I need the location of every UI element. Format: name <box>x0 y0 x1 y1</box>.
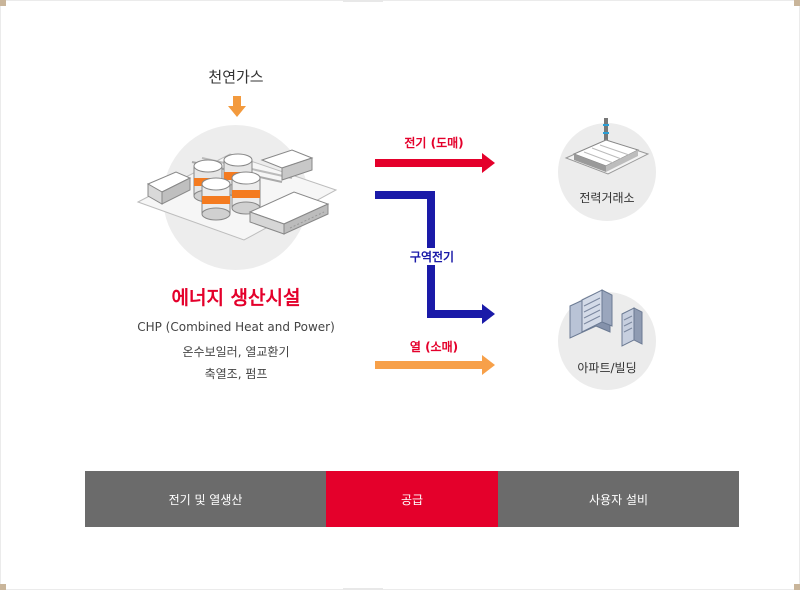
apartment-building-icon <box>569 289 643 347</box>
flow-arrow-heat-retail <box>375 355 495 375</box>
frame-tick-bottom <box>343 588 383 590</box>
energy-plant-icon <box>136 149 338 241</box>
gas-input-arrow-icon <box>228 96 246 117</box>
frame-corner-top-left <box>0 0 6 6</box>
power-exchange-label: 전력거래소 <box>579 191 635 205</box>
flow-label-heat-retail: 열 (소매) <box>409 340 459 354</box>
frame-corner-bottom-right <box>794 584 800 590</box>
facility-title: 에너지 생산시설 <box>171 287 301 309</box>
apartment-building-label: 아파트/빌딩 <box>577 361 637 375</box>
facility-desc-line-2: 온수보일러, 열교환기 <box>182 345 290 359</box>
stage-production: 전기 및 열생산 <box>85 471 326 527</box>
natural-gas-label: 천연가스 <box>208 68 264 86</box>
power-plant-icon <box>564 118 650 175</box>
frame-tick-top <box>343 0 383 2</box>
frame-corner-bottom-left <box>0 584 6 590</box>
stage-user-equipment: 사용자 설비 <box>498 471 739 527</box>
facility-desc-line-1: CHP (Combined Heat and Power) <box>137 320 335 334</box>
stage-bar: 전기 및 열생산 공급 사용자 설비 <box>85 471 739 527</box>
flow-label-district-electricity: 구역전기 <box>392 248 472 265</box>
frame-corner-top-right <box>794 0 800 6</box>
facility-desc-line-3: 축열조, 펌프 <box>204 367 268 381</box>
flow-arrow-electricity-wholesale <box>375 153 495 173</box>
stage-supply: 공급 <box>326 471 498 527</box>
flow-label-electricity-wholesale: 전기 (도매) <box>404 136 464 150</box>
